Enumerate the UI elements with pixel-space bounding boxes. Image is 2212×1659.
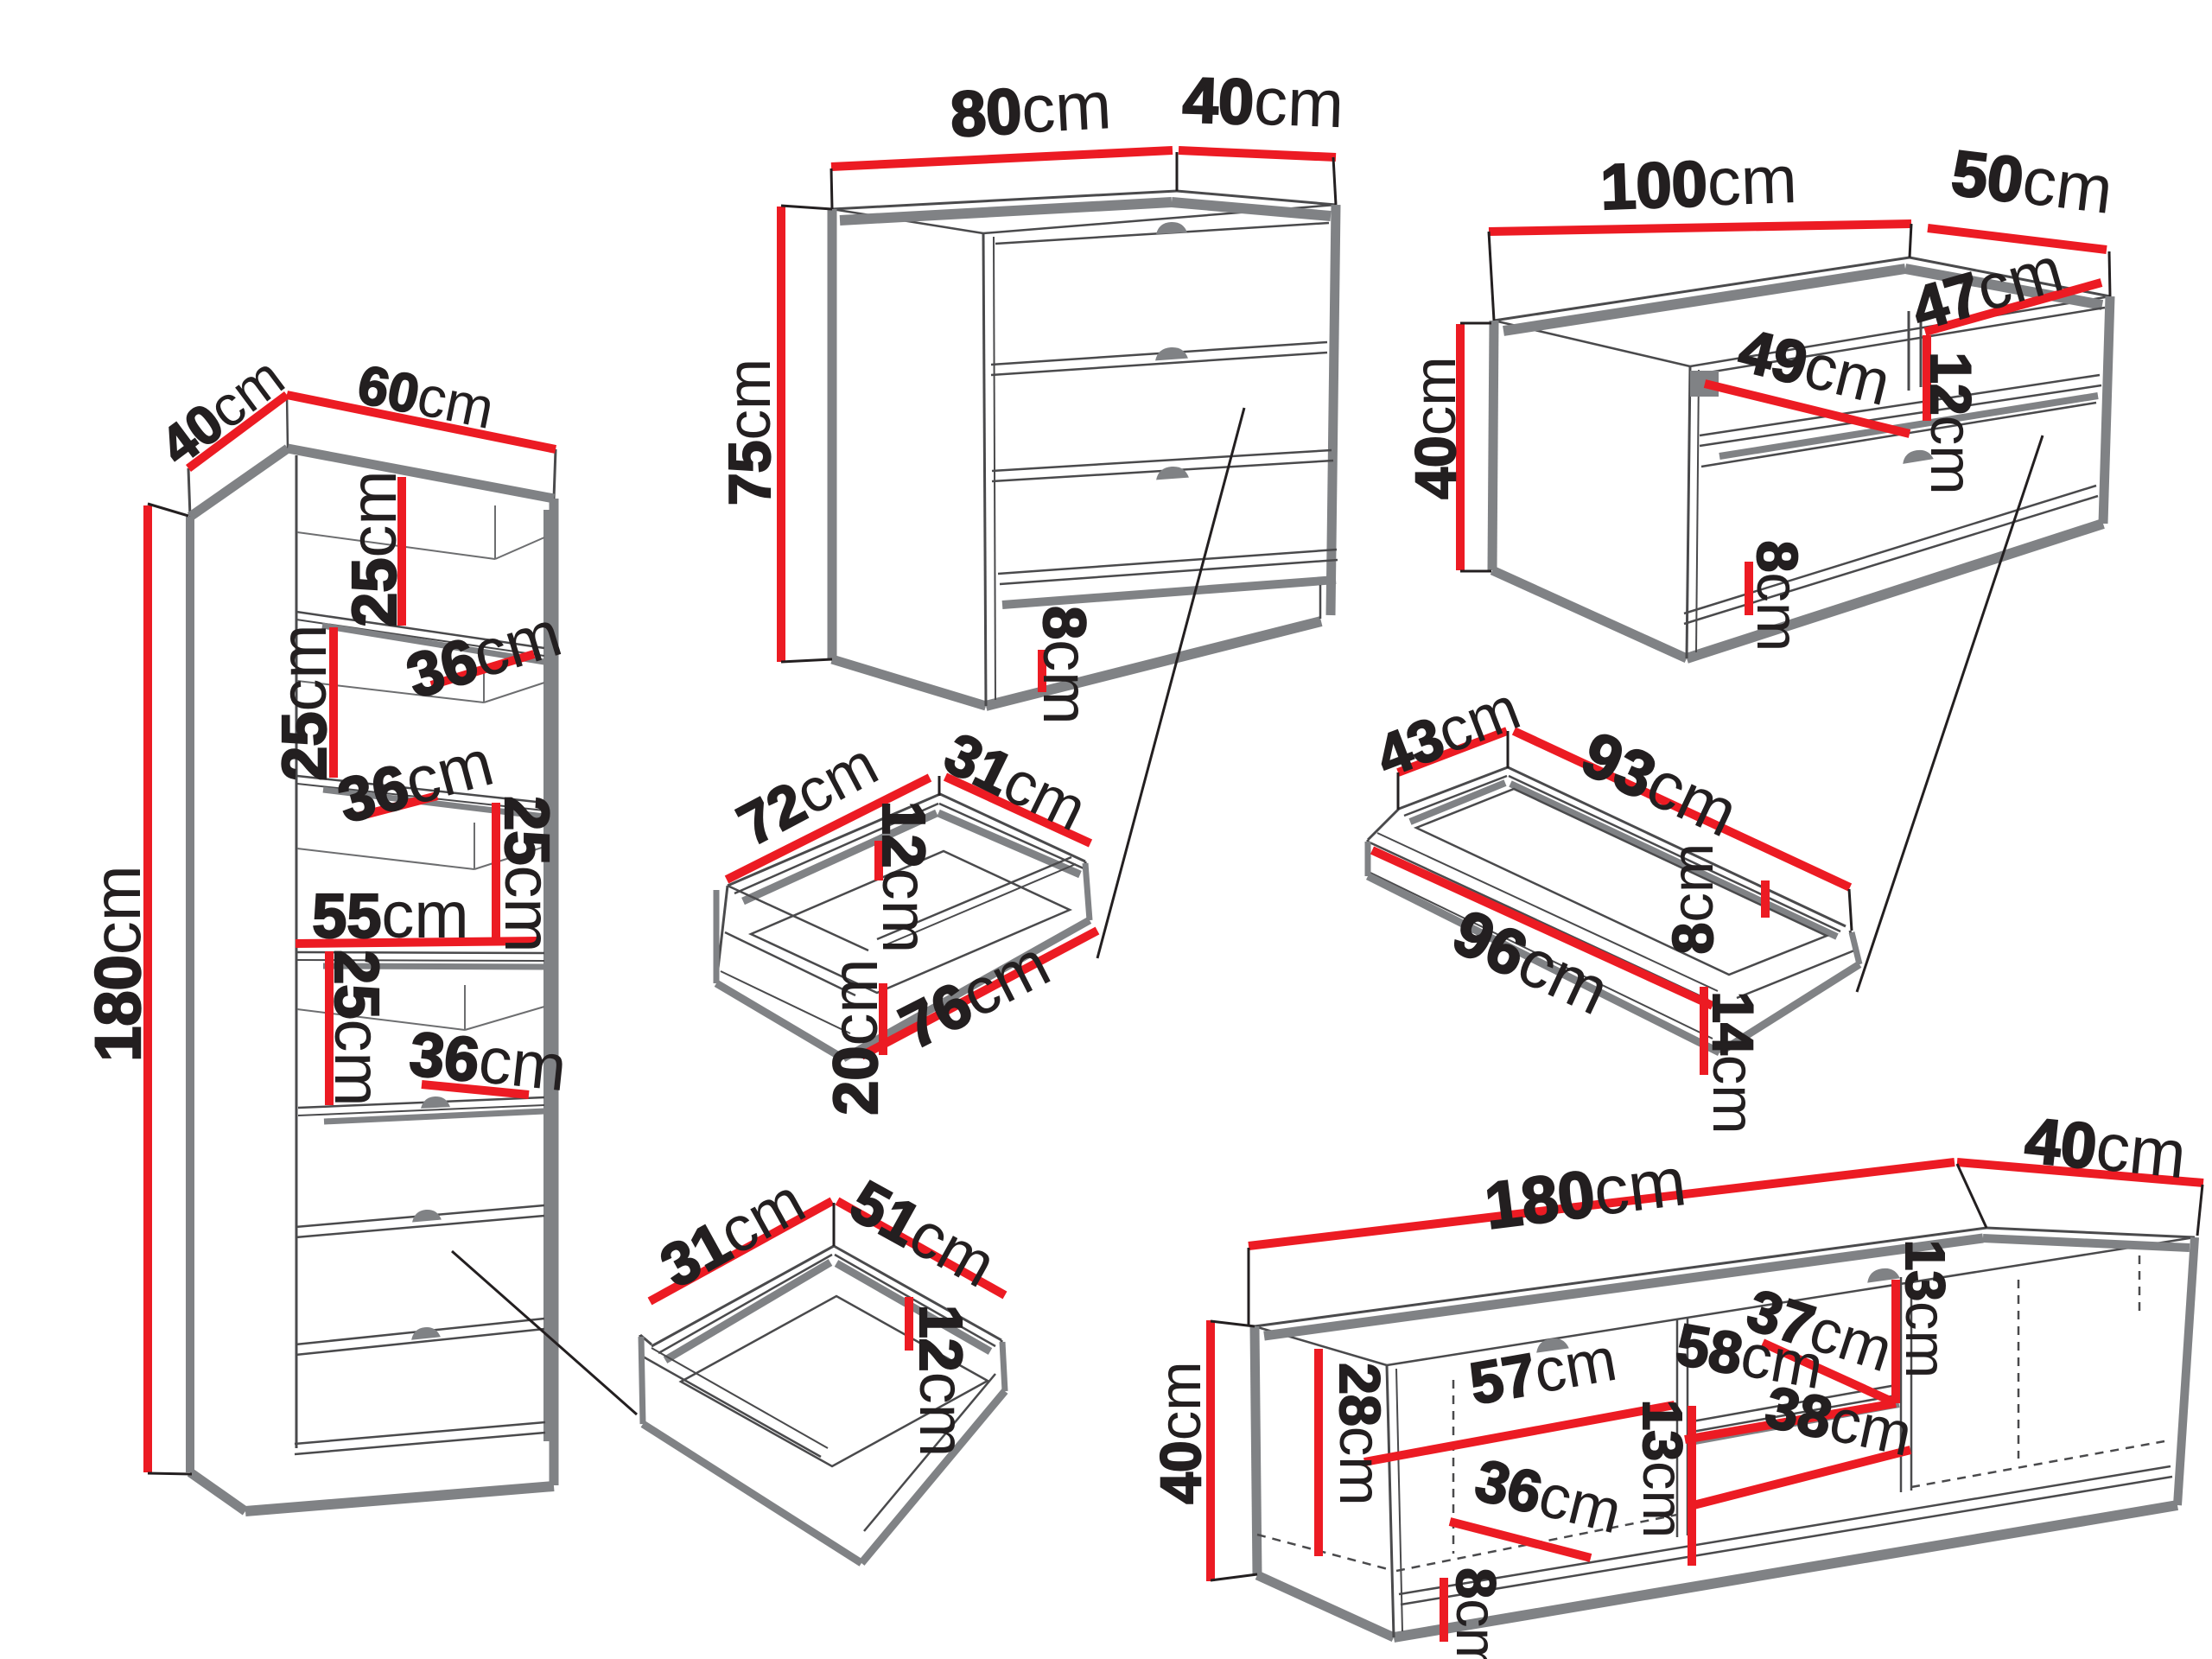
svg-text:57cm: 57cm <box>1465 1325 1621 1418</box>
svg-text:40cm: 40cm <box>1402 356 1468 499</box>
svg-text:8cm: 8cm <box>1030 606 1102 725</box>
svg-text:13cm: 13cm <box>1893 1240 1958 1379</box>
svg-text:12cm: 12cm <box>869 801 941 954</box>
svg-text:60cm: 60cm <box>353 351 499 441</box>
svg-text:8cm: 8cm <box>1444 1568 1509 1659</box>
svg-text:80cm: 80cm <box>949 67 1114 151</box>
svg-text:12cm: 12cm <box>906 1305 978 1458</box>
svg-text:75cm: 75cm <box>715 359 784 505</box>
svg-text:40cm: 40cm <box>2022 1101 2190 1193</box>
svg-text:28cm: 28cm <box>1327 1363 1394 1505</box>
svg-text:25cm: 25cm <box>321 950 394 1106</box>
svg-text:36cm: 36cm <box>406 1016 569 1105</box>
svg-text:180cm: 180cm <box>79 865 155 1061</box>
svg-text:25cm: 25cm <box>491 796 564 952</box>
svg-text:58cm: 58cm <box>1671 1310 1827 1402</box>
svg-text:40cm: 40cm <box>1181 60 1344 142</box>
svg-text:40cm: 40cm <box>1147 1361 1213 1503</box>
svg-text:20cm: 20cm <box>818 958 892 1115</box>
svg-text:13cm: 13cm <box>1630 1400 1695 1539</box>
svg-text:25cm: 25cm <box>337 470 410 626</box>
svg-text:14cm: 14cm <box>1700 991 1767 1134</box>
svg-text:38cm: 38cm <box>1760 1372 1918 1470</box>
svg-text:180cm: 180cm <box>1481 1142 1691 1243</box>
svg-text:100cm: 100cm <box>1599 141 1798 224</box>
svg-text:25cm: 25cm <box>267 624 340 780</box>
svg-text:8cm: 8cm <box>1745 541 1811 652</box>
svg-text:55cm: 55cm <box>312 879 468 952</box>
svg-text:12cm: 12cm <box>1918 352 1985 494</box>
svg-text:8cm: 8cm <box>1659 843 1726 955</box>
svg-text:50cm: 50cm <box>1948 133 2117 228</box>
